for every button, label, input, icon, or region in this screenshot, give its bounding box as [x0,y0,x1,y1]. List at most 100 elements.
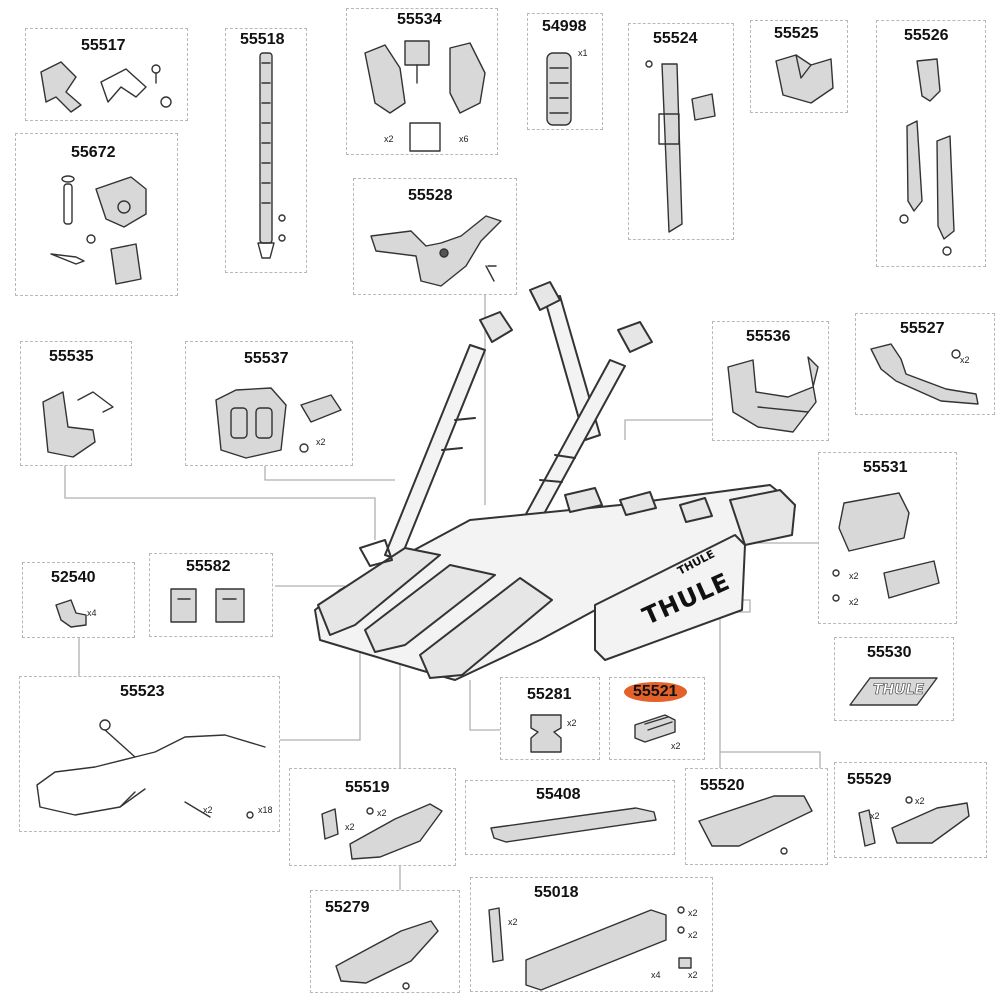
holder-part [530,714,562,753]
quantity-label: x2 [567,718,577,728]
quantity-label: x18 [258,805,273,815]
part-number-label: 55528 [408,187,453,204]
tail-cover-part [335,920,439,990]
part-box-55018[interactable]: 55018 x2 x2 x2 x2 x4 [470,877,713,992]
part-number-label: 55523 [120,683,165,700]
part-number-label: 55519 [345,779,390,796]
part-number-label-highlighted: 55521 [624,682,687,702]
quantity-label: x2 [849,571,859,581]
part-box-54998[interactable]: 54998 x1 [527,13,603,130]
part-number-label: 55582 [186,558,231,575]
part-box-55279[interactable]: 55279 [310,890,460,993]
part-box-55582[interactable]: 55582 [149,553,273,637]
part-box-55518[interactable]: 55518 [225,28,307,273]
quantity-label: x1 [578,48,588,58]
end-piece-part [321,803,443,860]
part-box-55524[interactable]: 55524 [628,23,734,240]
part-box-55531[interactable]: 55531 x2 x2 [818,452,957,624]
part-number-label: 55525 [774,25,819,42]
part-number-label: 55531 [863,459,908,476]
quantity-label: x4 [651,970,661,980]
badge-logo: THULE [873,682,925,699]
quantity-label: x2 [688,970,698,980]
part-box-55528[interactable]: 55528 [353,178,517,295]
part-number-label: 54998 [542,18,587,35]
quantity-label: x2 [203,805,213,815]
quantity-label: x2 [915,796,925,806]
bracket-part [42,391,114,458]
quantity-label: x2 [688,908,698,918]
part-box-55519[interactable]: 55519 x2 x2 [289,768,456,866]
part-box-55408[interactable]: 55408 [465,780,675,855]
part-number-label: 55535 [49,348,94,365]
part-number-label: 55524 [653,30,698,47]
quantity-label: x2 [671,741,681,751]
end-cap-part [170,588,245,623]
rail-part [870,343,979,405]
part-box-55536[interactable]: 55536 [712,321,829,441]
cap-part [775,54,834,104]
part-box-55530[interactable]: 55530 THULE [834,637,954,721]
part-number-label: 55018 [534,884,579,901]
quantity-label: x6 [459,134,469,144]
quantity-label: x2 [377,808,387,818]
spacer-part [634,714,676,743]
part-box-55534[interactable]: 55534 x2 x6 [346,8,498,155]
part-number-label: 55527 [900,320,945,337]
badge-part [849,677,938,706]
pad-part [546,52,572,126]
part-box-55281[interactable]: 55281 x2 [500,677,600,760]
part-box-55521[interactable]: 55521 x2 [609,677,705,760]
part-number-label: 55530 [867,644,912,661]
part-box-55525[interactable]: 55525 [750,20,848,113]
part-number-label: 55672 [71,144,116,161]
part-number-label: 55517 [81,37,126,54]
part-box-55537[interactable]: 55537 x2 [185,341,353,466]
quantity-label: x2 [849,597,859,607]
part-number-label: 55279 [325,899,370,916]
quantity-label: x2 [316,437,326,447]
rail-bar-part [490,807,657,843]
quantity-label: x2 [508,917,518,927]
light-housing-part [832,492,940,602]
quantity-label: x2 [345,822,355,832]
part-number-label: 55534 [397,11,442,28]
arm-clamp-part [364,40,486,152]
part-box-55526[interactable]: 55526 [876,20,986,267]
part-number-label: 55408 [536,786,581,803]
lock-part [50,175,147,285]
part-number-label: 52540 [51,569,96,586]
part-number-label: 55537 [244,350,289,367]
quantity-label: x2 [384,134,394,144]
quantity-label: x4 [87,608,97,618]
part-number-label: 55281 [527,686,572,703]
wiring-harness-part [36,719,266,819]
part-number-label: 55536 [746,328,791,345]
rear-cover-part [698,795,813,855]
clamp-lever-part [40,61,172,113]
part-box-55520[interactable]: 55520 [685,768,828,865]
arm-part [645,60,716,233]
part-number-label: 55526 [904,27,949,44]
part-box-55672[interactable]: 55672 [15,133,178,296]
part-number-label: 55520 [700,777,745,794]
cover-part [215,387,342,459]
strap-part [257,52,286,259]
wheel-cradle-part [727,356,819,433]
quantity-label: x2 [870,811,880,821]
clip-part [55,599,87,628]
part-box-55517[interactable]: 55517 [25,28,188,121]
part-box-52540[interactable]: 52540 x4 [22,562,135,638]
part-box-55523[interactable]: 55523 x2 x18 [19,676,280,832]
tilt-handle-part [370,215,502,287]
end-cap-set-part [858,796,970,847]
part-box-55529[interactable]: 55529 x2 x2 [834,762,987,858]
part-box-55535[interactable]: 55535 [20,341,132,466]
part-number-label: 55529 [847,771,892,788]
license-plate-holder-part [488,906,692,991]
part-box-55527[interactable]: 55527 x2 [855,313,995,415]
quantity-label: x2 [960,355,970,365]
part-number-label: 55518 [240,31,285,48]
wheel-holder-part [899,58,955,256]
